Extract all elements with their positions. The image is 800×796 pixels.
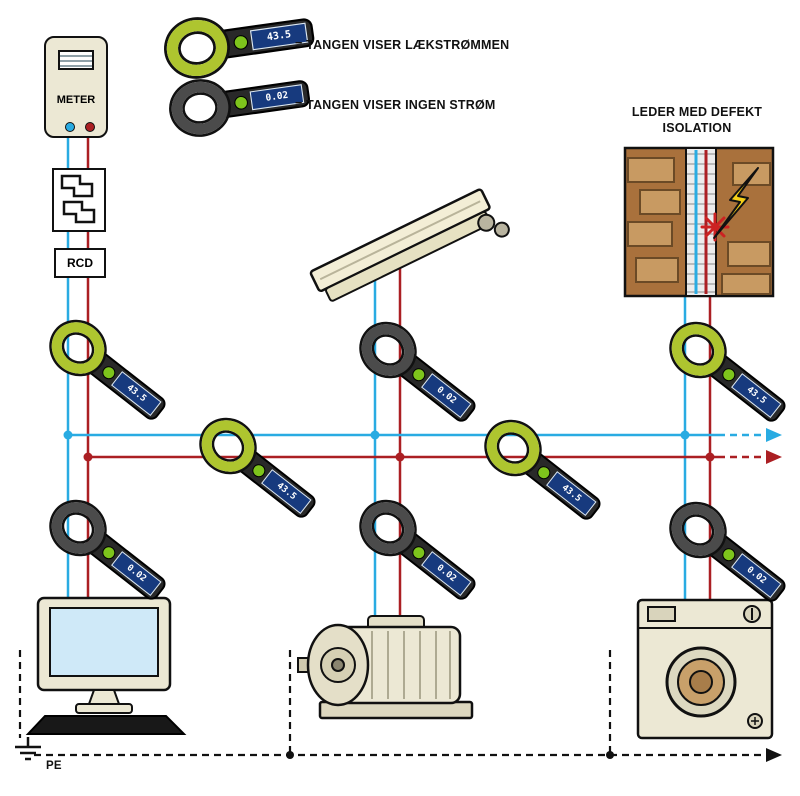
rcd-label: RCD (67, 256, 93, 270)
clamp-dial-icon (232, 33, 250, 51)
clamp-display: 0.02 (731, 553, 782, 599)
washing-machine (636, 598, 774, 740)
motor-fins (371, 631, 451, 699)
detergent-drawer (647, 606, 676, 622)
clamp-display: 43.5 (111, 371, 162, 417)
fluorescent-lamp (309, 188, 510, 302)
legend-label-leak: = TANGEN VISER LÆKSTRØMMEN (295, 38, 510, 52)
arrow-pe (766, 748, 782, 762)
clamp-display: 43.5 (261, 469, 312, 515)
electric-motor (297, 615, 474, 720)
meter-label: METER (56, 94, 96, 106)
service-fuse-box (52, 168, 106, 232)
pe-dot-motor (286, 751, 294, 759)
lamp-end-cap (493, 221, 510, 238)
junction-dots (63, 430, 715, 462)
clamp-display: 0.02 (421, 373, 472, 419)
clamp-jaw-icon (163, 16, 231, 80)
pe-dot-washer (606, 751, 614, 759)
pe-label: PE (46, 760, 62, 772)
energy-meter: METER (44, 36, 108, 138)
wall-caption: LEDER MED DEFEKT ISOLATION (631, 105, 763, 136)
wall-picture (623, 146, 775, 298)
clamp-display: 43.5 (731, 373, 782, 419)
rcd-box: RCD (54, 248, 106, 278)
earth-symbol (15, 737, 41, 761)
fuse-symbols (60, 174, 96, 224)
lightning-bolt-icon (713, 167, 759, 239)
legend-label-none: = TANGEN VISER INGEN STRØM (295, 98, 496, 112)
clamp-display: 0.02 (421, 551, 472, 597)
clamp-display: 43.5 (546, 471, 597, 517)
meter-terminal-red (85, 122, 95, 132)
arrow-red-bus (766, 450, 782, 464)
clamp-dial-icon (233, 94, 249, 110)
conduit-ribs (687, 153, 715, 293)
keyboard (25, 715, 187, 735)
lamp-end-cap (477, 213, 496, 232)
meter-display (58, 50, 94, 70)
meter-terminal-blue (65, 122, 75, 132)
clamp-jaw-icon (168, 78, 232, 138)
pe-conductor (18, 650, 764, 757)
monitor-stand (87, 689, 121, 705)
bricks (627, 157, 771, 295)
computer (25, 596, 187, 735)
monitor-screen (49, 607, 159, 677)
arrow-blue-bus (766, 428, 782, 442)
clamp-display: 0.02 (111, 551, 162, 597)
